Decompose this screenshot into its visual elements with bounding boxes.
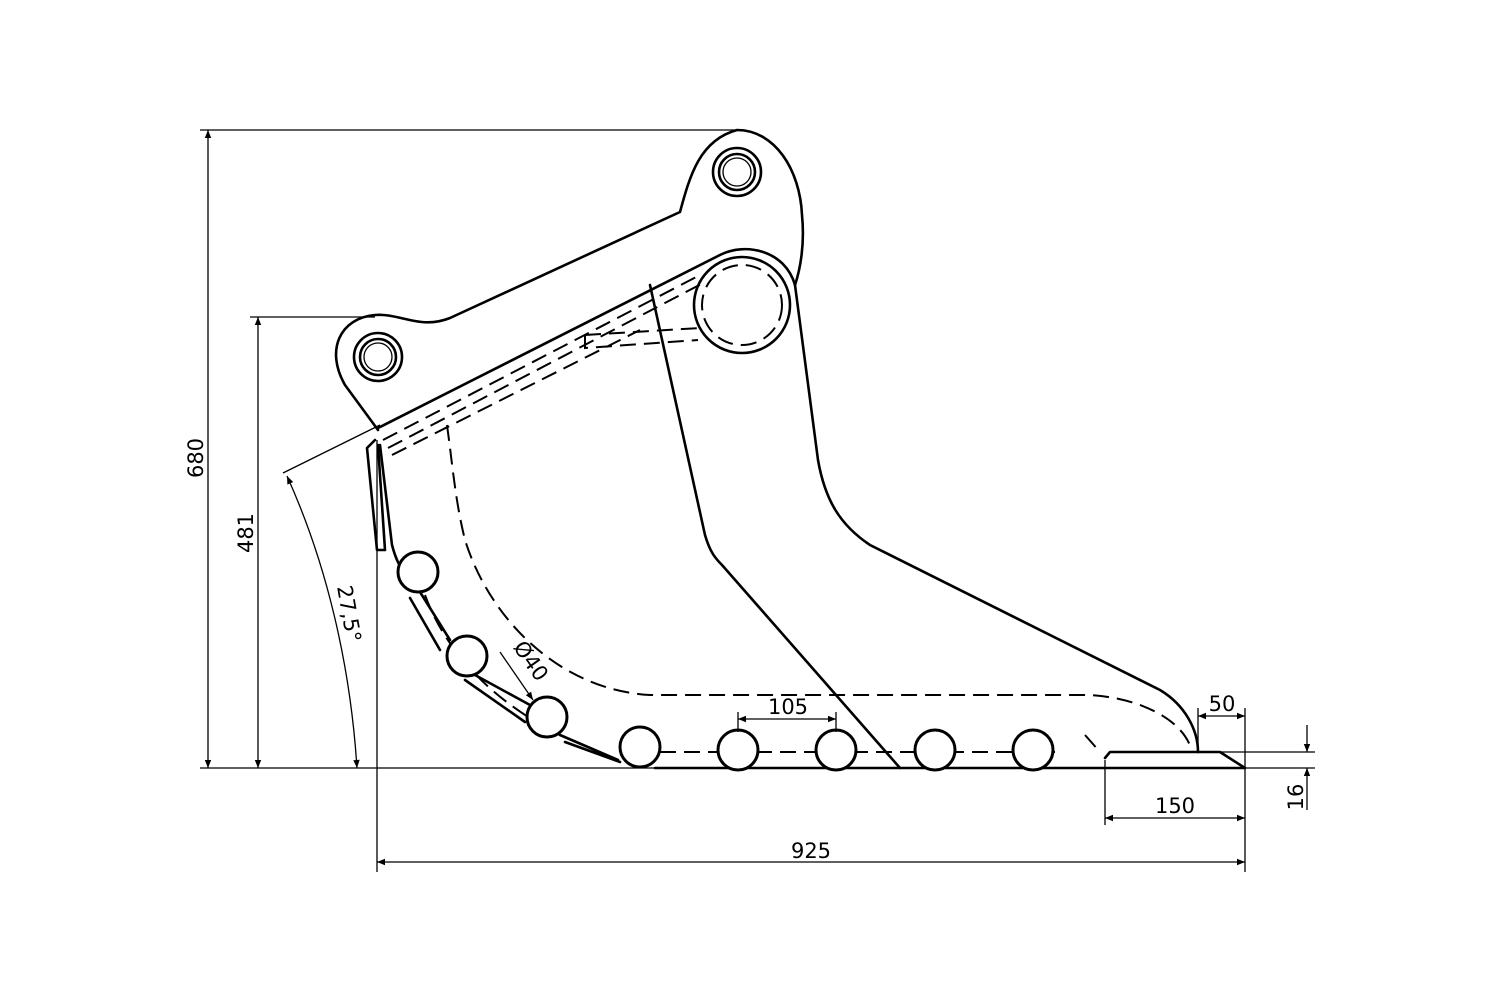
tooth xyxy=(618,725,662,769)
tooth-pitch-label: 105 xyxy=(768,695,808,719)
teeth xyxy=(396,550,1055,772)
tooth xyxy=(814,728,858,772)
dimension-lines xyxy=(200,129,1315,872)
tooth xyxy=(1011,728,1055,772)
overall-length-label: 925 xyxy=(791,839,831,863)
edge-thickness-label: 16 xyxy=(1284,784,1308,811)
tooth xyxy=(913,728,957,772)
pin-height-label: 481 xyxy=(234,513,258,553)
edge-length-label: 150 xyxy=(1155,794,1195,818)
tooth-diameter-label: Ø40 xyxy=(508,636,552,685)
tooth xyxy=(716,728,760,772)
pivot-boss xyxy=(692,255,792,355)
angle-label: 27,5° xyxy=(332,584,366,645)
overall-height-label: 680 xyxy=(184,438,208,478)
lower-pin xyxy=(352,331,404,383)
tooth xyxy=(445,634,489,678)
tooth xyxy=(525,695,569,739)
tooth xyxy=(396,550,440,594)
edge-projection-label: 50 xyxy=(1209,692,1236,716)
upper-pin xyxy=(711,146,763,198)
